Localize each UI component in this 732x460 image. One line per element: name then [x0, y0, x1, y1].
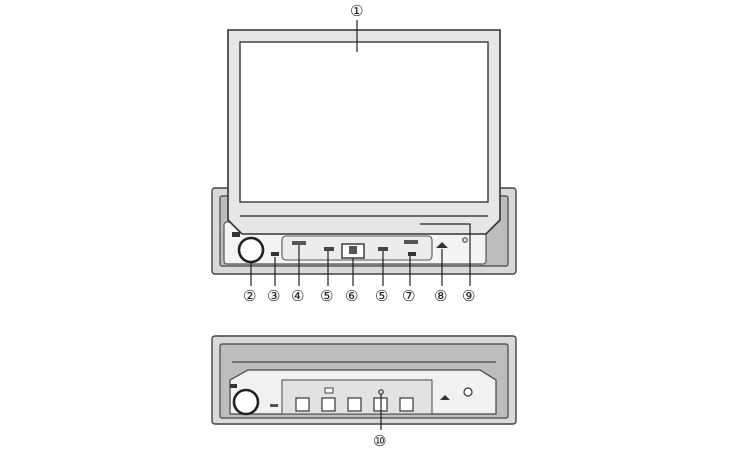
- knob-mark-icon: [232, 232, 240, 237]
- bottom-unit: ⑩: [211, 335, 517, 450]
- square-button-1: [295, 397, 310, 412]
- callout-6: ⑥: [345, 287, 358, 305]
- home-icon: [349, 246, 357, 254]
- eject-icon: [436, 242, 448, 248]
- square-button-2: [321, 397, 336, 412]
- volume-knob-bottom: [232, 388, 260, 416]
- callout-2: ②: [243, 287, 256, 305]
- monitor-screen: [239, 41, 489, 203]
- callout-9: ⑨: [462, 287, 475, 305]
- callout-8: ⑧: [434, 287, 447, 305]
- callout-7: ⑦: [402, 287, 415, 305]
- button-7b-icon: [408, 252, 416, 256]
- reset-hole: [462, 237, 468, 243]
- callout-10: ⑩: [373, 432, 386, 450]
- callout-4: ④: [291, 287, 304, 305]
- prev-button-icon: [324, 247, 334, 251]
- next-button-icon: [378, 247, 388, 251]
- button-7-icon: [404, 240, 418, 244]
- square-button-5: [399, 397, 414, 412]
- square-button-3: [347, 397, 362, 412]
- callout-1: ①: [350, 2, 363, 20]
- mark-bottom-icon: [270, 404, 278, 407]
- round-button-bottom: [463, 387, 473, 397]
- eject-bottom-icon: [440, 395, 450, 400]
- small-tab-icon: [324, 387, 334, 394]
- button-3-icon: [271, 252, 279, 256]
- callout-3: ③: [267, 287, 280, 305]
- callout-5b: ⑤: [375, 287, 388, 305]
- top-unit: ① ② ③ ④ ⑤ ⑥ ⑤ ⑦ ⑧ ⑨: [211, 2, 517, 305]
- callout-5a: ⑤: [320, 287, 333, 305]
- volume-knob: [237, 236, 265, 264]
- mode-button-icon: [292, 241, 306, 245]
- knob-mark-bottom-icon: [230, 384, 237, 388]
